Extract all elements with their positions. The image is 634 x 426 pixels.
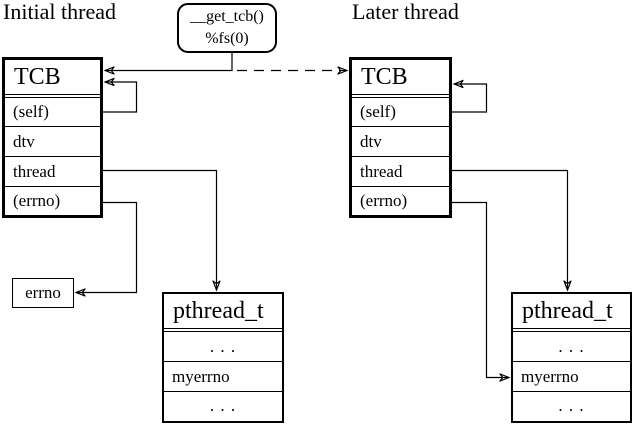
pthread-later-row-dots-top: . . . — [513, 332, 630, 362]
arrow-initial-self-loop — [103, 82, 138, 113]
pthread-later-row-dots-bottom: . . . — [558, 396, 585, 415]
tcb-initial-row-dtv: dtv — [5, 127, 100, 157]
arrow-later-self-loop — [452, 84, 488, 113]
double-line-separator — [513, 328, 630, 332]
pthread-later-header: pthread_t — [522, 298, 613, 324]
tcb-later-row-errno: (errno) — [360, 191, 408, 210]
tcb-later-row-dtv: dtv — [352, 127, 449, 157]
pthread-initial-row-dots-bottom: . . . — [209, 396, 237, 415]
double-line-separator — [164, 328, 282, 332]
double-line-separator — [5, 94, 100, 98]
tcb-initial-row-errno: (errno) — [13, 191, 61, 210]
fs0-label: %fs(0) — [205, 30, 249, 47]
arrow-later-thread-to-pthread — [452, 169, 568, 291]
pthread-later-row-myerrno: myerrno — [513, 362, 630, 392]
errno-box: errno — [12, 278, 74, 308]
tcb-table-later: TCB (self) dtv thread (errno) — [349, 57, 452, 218]
later-thread-title: Later thread — [352, 0, 459, 24]
tcb-later-row-thread: thread — [352, 157, 449, 187]
tcb-initial-row-thread: thread — [5, 157, 100, 187]
get-tcb-node: __get_tcb() %fs(0) — [177, 3, 277, 53]
tcb-later-row-self: (self) — [352, 98, 449, 127]
get-tcb-label: __get_tcb() — [190, 8, 264, 25]
tcb-table-initial: TCB (self) dtv thread (errno) — [2, 57, 103, 218]
tcb-initial-header: TCB — [14, 64, 61, 90]
arrow-initial-thread-to-pthread — [103, 169, 217, 291]
arrow-gettcb-to-initial-tcb — [105, 53, 233, 71]
pthread-initial-row-myerrno: myerrno — [164, 362, 282, 392]
tcb-initial-row-self: (self) — [5, 98, 100, 127]
initial-thread-title: Initial thread — [3, 0, 117, 24]
pthread-initial-header: pthread_t — [173, 298, 264, 324]
arrow-later-errno-to-myerrno — [452, 201, 509, 378]
pthread-table-initial: pthread_t . . . myerrno . . . — [162, 292, 284, 423]
tcb-later-header: TCB — [361, 64, 408, 90]
double-line-separator — [352, 94, 449, 98]
pthread-initial-row-dots-top: . . . — [164, 332, 282, 362]
pthread-table-later: pthread_t . . . myerrno . . . — [511, 292, 632, 423]
